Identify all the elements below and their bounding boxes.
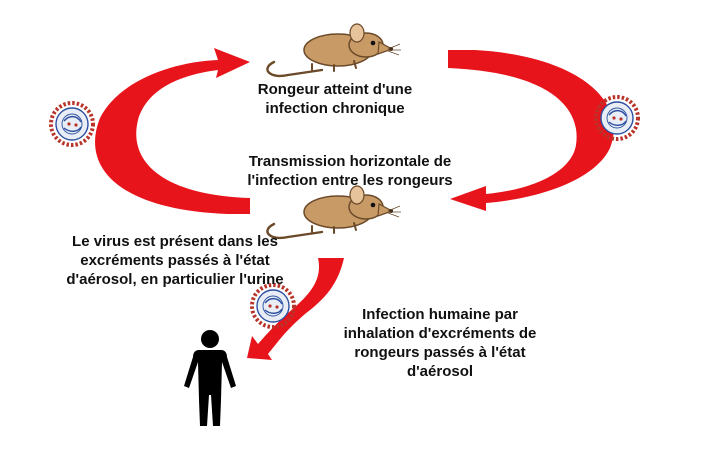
transmission-arrow xyxy=(247,258,344,360)
cycle-arrow-right xyxy=(448,50,614,211)
virus-particle-icon xyxy=(49,101,95,147)
human-figure-icon xyxy=(184,330,236,426)
rodent-icon xyxy=(266,184,403,240)
label-human-infection: Infection humaine par inhalation d'excré… xyxy=(343,306,537,380)
label-chronic-infection: Rongeur atteint d'une infection chroniqu… xyxy=(257,81,413,117)
rodent-icon xyxy=(266,22,403,78)
label-aerosol-excrement: Le virus est présent dans les excréments… xyxy=(66,233,284,288)
cycle-arrow-left xyxy=(95,48,250,214)
label-horizontal-transmission: Transmission horizontale de l'infection … xyxy=(247,153,453,189)
